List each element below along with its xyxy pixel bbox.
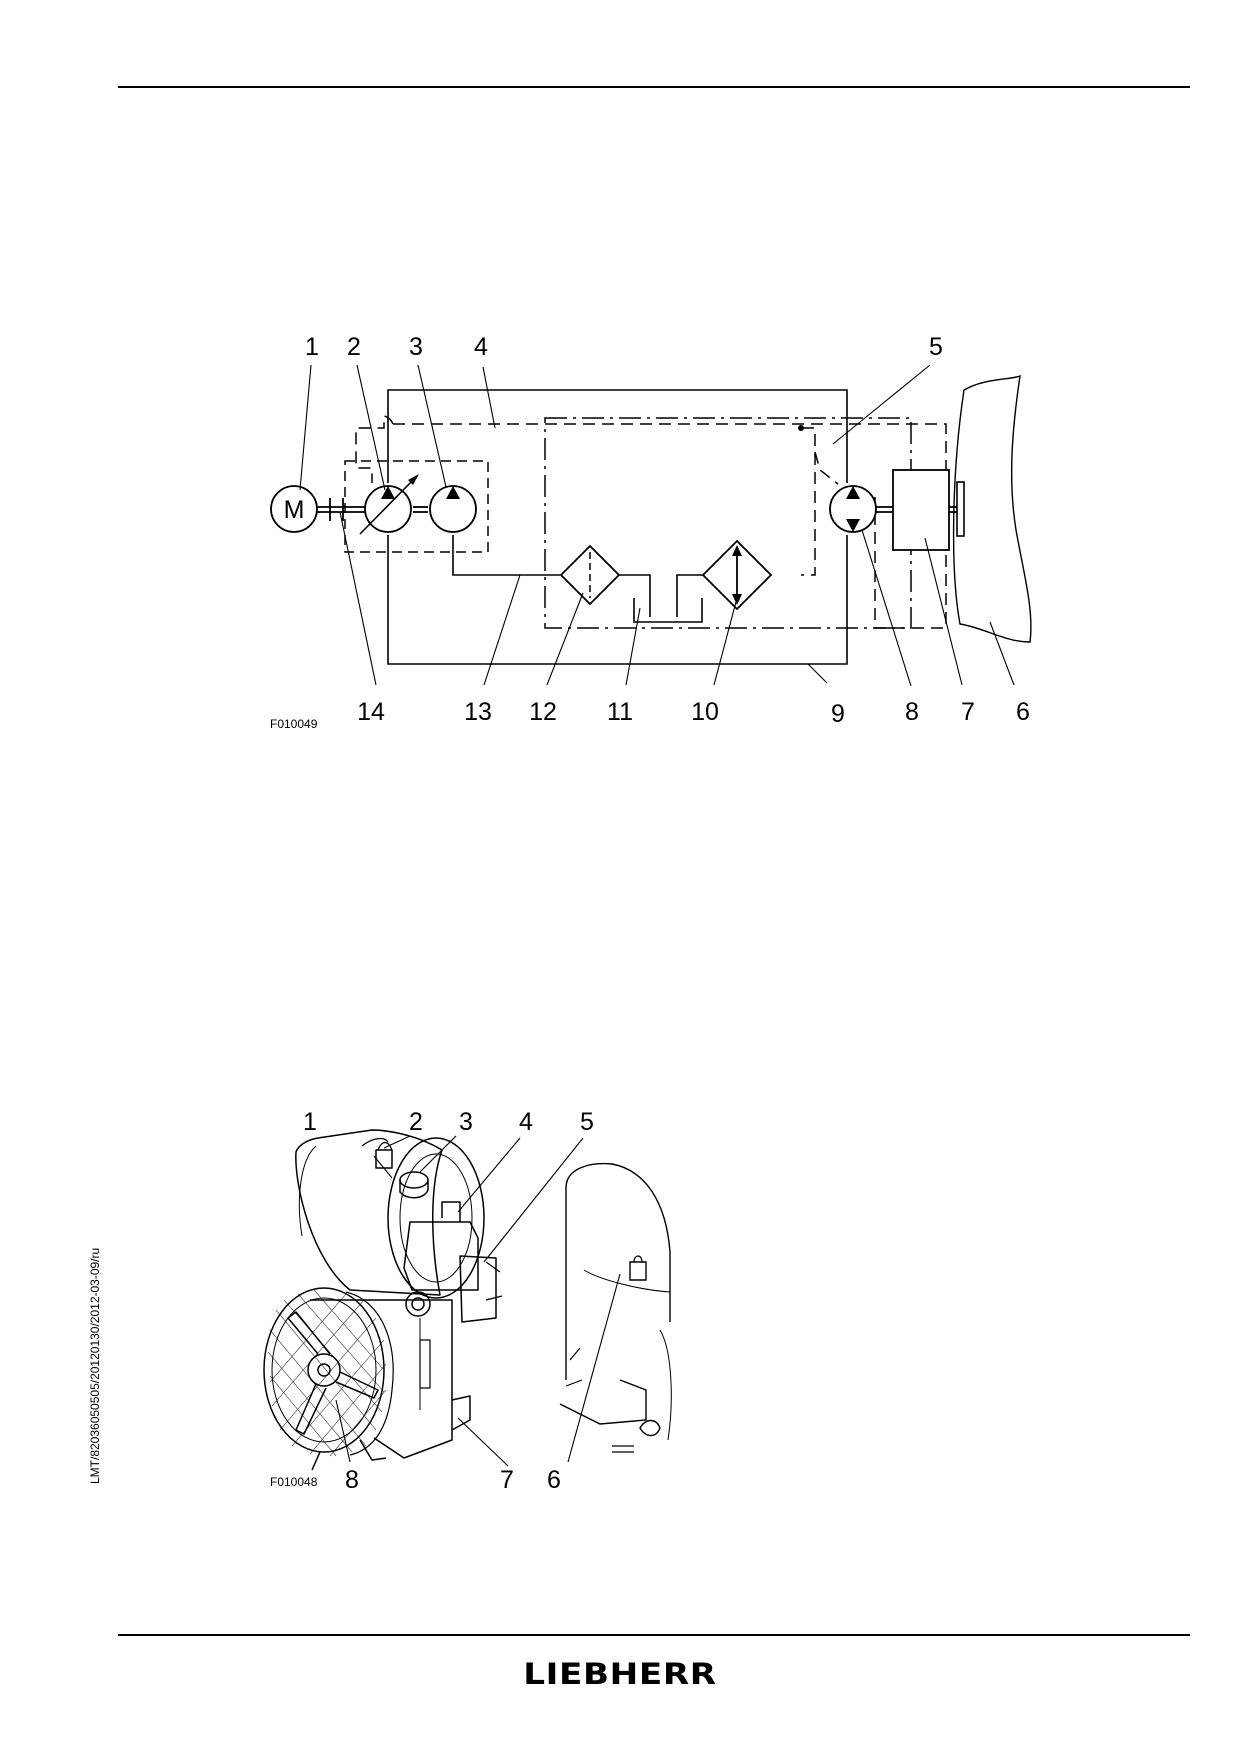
cooler-assembly-boundary xyxy=(544,417,912,629)
callout-2: 2 xyxy=(409,1108,423,1136)
figure2-code: F010048 xyxy=(270,1475,318,1489)
suction-line-13 xyxy=(452,535,560,576)
component-7 xyxy=(892,469,950,551)
motor-symbol xyxy=(270,485,318,533)
fan-hub xyxy=(307,1353,341,1387)
callout-12: 12 xyxy=(529,698,557,726)
cooler-unit-illustration: 1 2 3 4 5 6 7 8 F010048 xyxy=(263,1108,672,1494)
filler-cap-3 xyxy=(399,1171,429,1189)
callout-6: 6 xyxy=(547,1466,561,1494)
hydraulic-schematic-figure: M xyxy=(270,333,1032,731)
callout-5: 5 xyxy=(580,1108,594,1136)
callout-1: 1 xyxy=(303,1108,317,1136)
brand-logo: LIEBHERR xyxy=(523,1657,717,1691)
callout-5: 5 xyxy=(929,333,943,361)
footer-rule xyxy=(118,1634,1190,1636)
tank-end-cap xyxy=(387,1137,485,1299)
pump-4 xyxy=(403,1221,479,1291)
callout-14: 14 xyxy=(357,698,385,726)
leader-1 xyxy=(373,1155,393,1179)
return-line-9 xyxy=(387,535,848,665)
breather-2 xyxy=(375,1149,393,1169)
detail-housing xyxy=(565,1162,671,1322)
callout-3: 3 xyxy=(459,1108,473,1136)
line-filter-to-tank xyxy=(619,574,651,617)
document-id: LMT/82036050505/20120130/2012-03-09/ru xyxy=(88,1247,102,1484)
callout-11: 11 xyxy=(607,698,633,726)
header-rule xyxy=(118,86,1190,88)
fan-shroud-6 xyxy=(952,374,1032,643)
control-line-4 xyxy=(355,415,394,483)
callout-4: 4 xyxy=(474,333,488,361)
callout-13: 13 xyxy=(464,698,492,726)
coupling-5 xyxy=(459,1255,497,1323)
fan-blade-3 xyxy=(295,1383,327,1435)
control-line-4b xyxy=(393,423,947,629)
cooler-frame-7 xyxy=(373,1299,453,1459)
callout-3: 3 xyxy=(409,333,423,361)
figure1-code: F010049 xyxy=(270,717,318,731)
drain-fitting-6 xyxy=(629,1261,647,1281)
figure2-callouts: 1 2 3 4 5 6 7 8 xyxy=(303,1108,594,1494)
fan-grille xyxy=(267,1289,387,1457)
pilot-line-8 xyxy=(814,451,839,485)
fan-blade-1 xyxy=(287,1311,331,1355)
fan-plate xyxy=(956,481,965,537)
callout-7: 7 xyxy=(500,1466,514,1494)
pressure-line xyxy=(387,389,848,483)
callout-9: 9 xyxy=(831,700,845,728)
cooler-pilot-line xyxy=(801,427,816,576)
junction-dot xyxy=(798,425,804,431)
callout-6: 6 xyxy=(1016,698,1030,726)
callout-10: 10 xyxy=(691,698,719,726)
pump-port xyxy=(405,1291,431,1317)
callout-1: 1 xyxy=(305,333,319,361)
tank-11 xyxy=(633,598,703,623)
oil-tank-1 xyxy=(295,1129,443,1296)
callout-8: 8 xyxy=(905,698,919,726)
fan-blade-2 xyxy=(335,1371,379,1399)
callout-2: 2 xyxy=(347,333,361,361)
callout-8: 8 xyxy=(345,1466,359,1494)
callout-7: 7 xyxy=(961,698,975,726)
figure1-callouts: 1 2 3 4 5 6 7 8 9 10 11 12 13 14 xyxy=(305,333,1030,728)
callout-4: 4 xyxy=(519,1108,533,1136)
line-tank-to-cooler xyxy=(676,574,708,617)
motor-label: M xyxy=(284,496,305,524)
